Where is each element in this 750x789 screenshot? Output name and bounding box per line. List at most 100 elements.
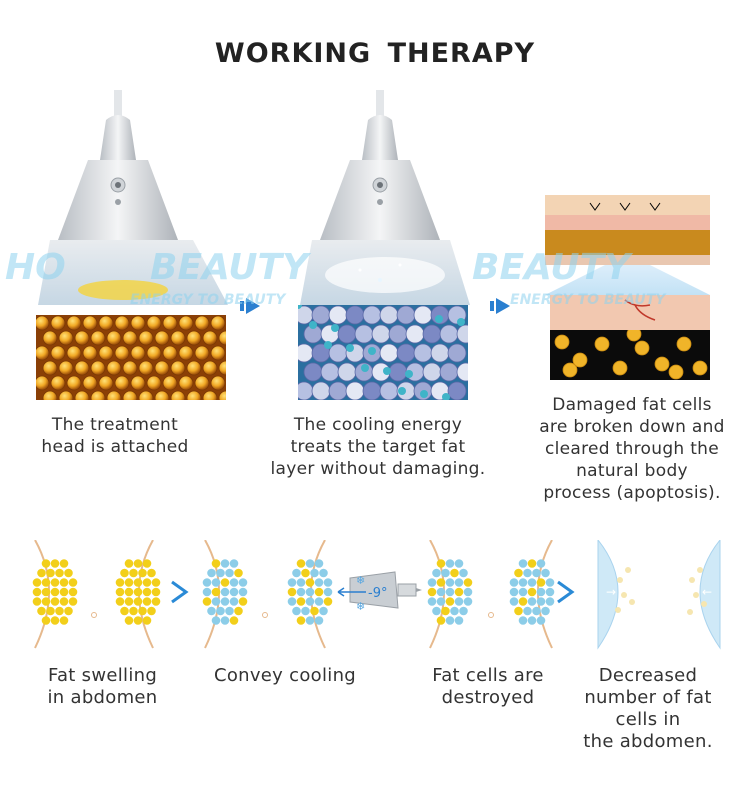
tissue-cell — [361, 364, 369, 372]
fat-cell — [220, 597, 230, 606]
fat-cell — [162, 375, 178, 391]
fat-cell — [154, 360, 170, 376]
fat-cell — [518, 559, 528, 568]
navel — [91, 612, 97, 618]
fat-cell-remnant — [689, 577, 695, 583]
fat-cell — [115, 587, 125, 597]
fat-cell — [572, 352, 588, 368]
navel — [488, 612, 494, 618]
fat-cell — [427, 587, 437, 597]
fat-cell — [562, 362, 578, 378]
fat-cell — [545, 578, 555, 587]
watermark-tagline-left: ENERGY TO BEAUTY — [130, 292, 286, 308]
fat-cell — [518, 578, 528, 587]
fat-cell — [68, 578, 78, 587]
fat-cell-remnant — [687, 609, 693, 615]
fat-cell — [41, 559, 51, 568]
cooling-zone — [699, 540, 721, 650]
cooled-fat-cell — [345, 305, 365, 325]
fat-cell — [74, 330, 90, 346]
fat-cell — [454, 587, 464, 597]
fat-cell — [229, 597, 239, 606]
fat-cell — [441, 606, 450, 616]
cooled-fat-cell — [413, 305, 433, 325]
fat-cell — [229, 616, 239, 625]
fat-cell — [305, 578, 315, 587]
fat-cell — [162, 345, 178, 361]
fat-cell — [323, 597, 333, 606]
arrow-right-icon: → — [606, 585, 616, 599]
cooled-fat-cell — [396, 343, 416, 363]
tissue-cell — [457, 318, 465, 326]
fat-cell — [138, 606, 147, 616]
fat-cell — [138, 568, 147, 578]
fat-cell — [238, 597, 248, 606]
fat-cell — [186, 390, 202, 400]
fat-cell — [463, 597, 473, 606]
tissue-cell — [420, 390, 428, 398]
fat-cell — [454, 597, 464, 606]
fat-cell — [202, 390, 218, 400]
fat-cell — [211, 587, 221, 597]
fat-cell — [211, 616, 221, 625]
fat-cell — [124, 578, 134, 587]
fat-cell — [138, 330, 154, 346]
fat-cell — [142, 616, 152, 625]
fat-cell — [436, 587, 446, 597]
fat-cell — [220, 559, 230, 568]
fat-cell — [170, 360, 186, 376]
fat-cell — [527, 559, 537, 568]
fat-cell — [527, 587, 537, 597]
fat-cell — [536, 597, 546, 606]
fat-cell — [133, 616, 143, 625]
fat-cell — [50, 345, 66, 361]
fat-cell — [42, 390, 58, 400]
fat-cell — [445, 587, 455, 597]
fat-cell — [518, 597, 528, 606]
fat-cell — [594, 336, 610, 352]
fat-cell — [436, 616, 446, 625]
fat-cell — [238, 578, 248, 587]
fat-cell — [323, 587, 333, 597]
fat-cell — [296, 597, 306, 606]
fat-cell — [225, 606, 234, 616]
fat-cell — [310, 606, 319, 616]
fat-cell — [319, 568, 328, 578]
fat-cell — [74, 390, 90, 400]
fat-cell — [142, 578, 152, 587]
bottom-diagram: -9° ❄ ❄ →← — [20, 540, 735, 650]
fat-cell — [216, 606, 225, 616]
fat-cell — [120, 568, 129, 578]
fat-cell — [216, 568, 225, 578]
cooling-device-icon — [349, 571, 422, 609]
fat-cell — [532, 568, 541, 578]
fat-cell — [147, 568, 156, 578]
fat-cell — [229, 559, 239, 568]
fat-cell — [50, 587, 60, 597]
svg-text:❄: ❄ — [356, 600, 365, 613]
fat-cell-remnant — [697, 567, 703, 573]
fat-cell — [151, 578, 161, 587]
cooled-fat-cell — [379, 305, 399, 325]
step2-caption: The cooling energy treats the target fat… — [270, 415, 486, 479]
fat-cell — [211, 559, 221, 568]
fat-cell — [314, 597, 324, 606]
fat-cell — [133, 559, 143, 568]
fat-cell — [207, 606, 216, 616]
fat-cell — [287, 587, 297, 597]
watermark-brand-right: BEAUTY — [472, 247, 631, 288]
fat-cell — [124, 559, 134, 568]
cooled-fat-cell — [328, 381, 348, 400]
fat-cell — [509, 587, 519, 597]
cooled-fat-cell — [362, 381, 382, 400]
fat-cell — [441, 568, 450, 578]
fat-cell — [130, 375, 146, 391]
fat-cell — [98, 315, 114, 331]
fat-cell — [305, 587, 315, 597]
fat-cell — [98, 345, 114, 361]
fat-cell — [98, 375, 114, 391]
fat-cell — [146, 375, 162, 391]
fat-cell — [142, 559, 152, 568]
fat-cell-remnant — [621, 592, 627, 598]
fat-cell — [436, 578, 446, 587]
